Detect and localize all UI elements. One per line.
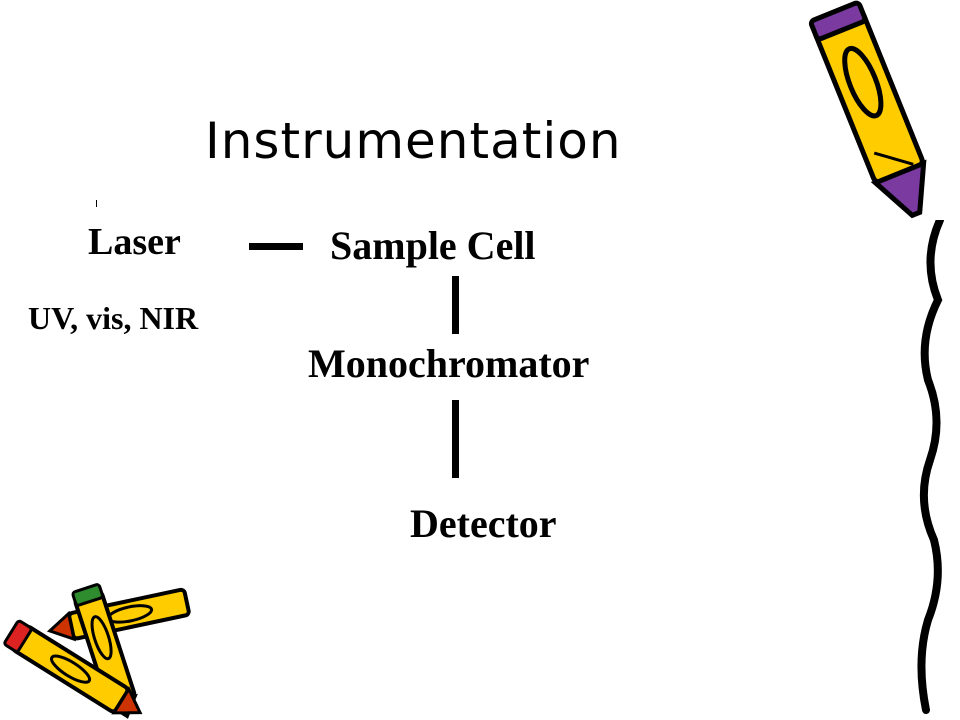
laser-label: Laser (88, 221, 181, 263)
crossed-pencils-icon (3, 583, 191, 719)
sample-cell-label: Sample Cell (330, 223, 536, 268)
slide-title: Instrumentation (205, 112, 622, 170)
pencil-icon (808, 0, 927, 219)
monochromator-label: Monochromator (308, 341, 590, 386)
laser-to-sample-connector (249, 243, 303, 250)
monochromator-to-detector-connector (452, 400, 459, 478)
laser-sources-label: UV, vis, NIR (28, 300, 199, 336)
sample-to-monochromator-connector (452, 276, 459, 334)
wavy-line-border (917, 220, 944, 714)
small-tick-mark (96, 200, 97, 207)
detector-label: Detector (410, 501, 557, 546)
